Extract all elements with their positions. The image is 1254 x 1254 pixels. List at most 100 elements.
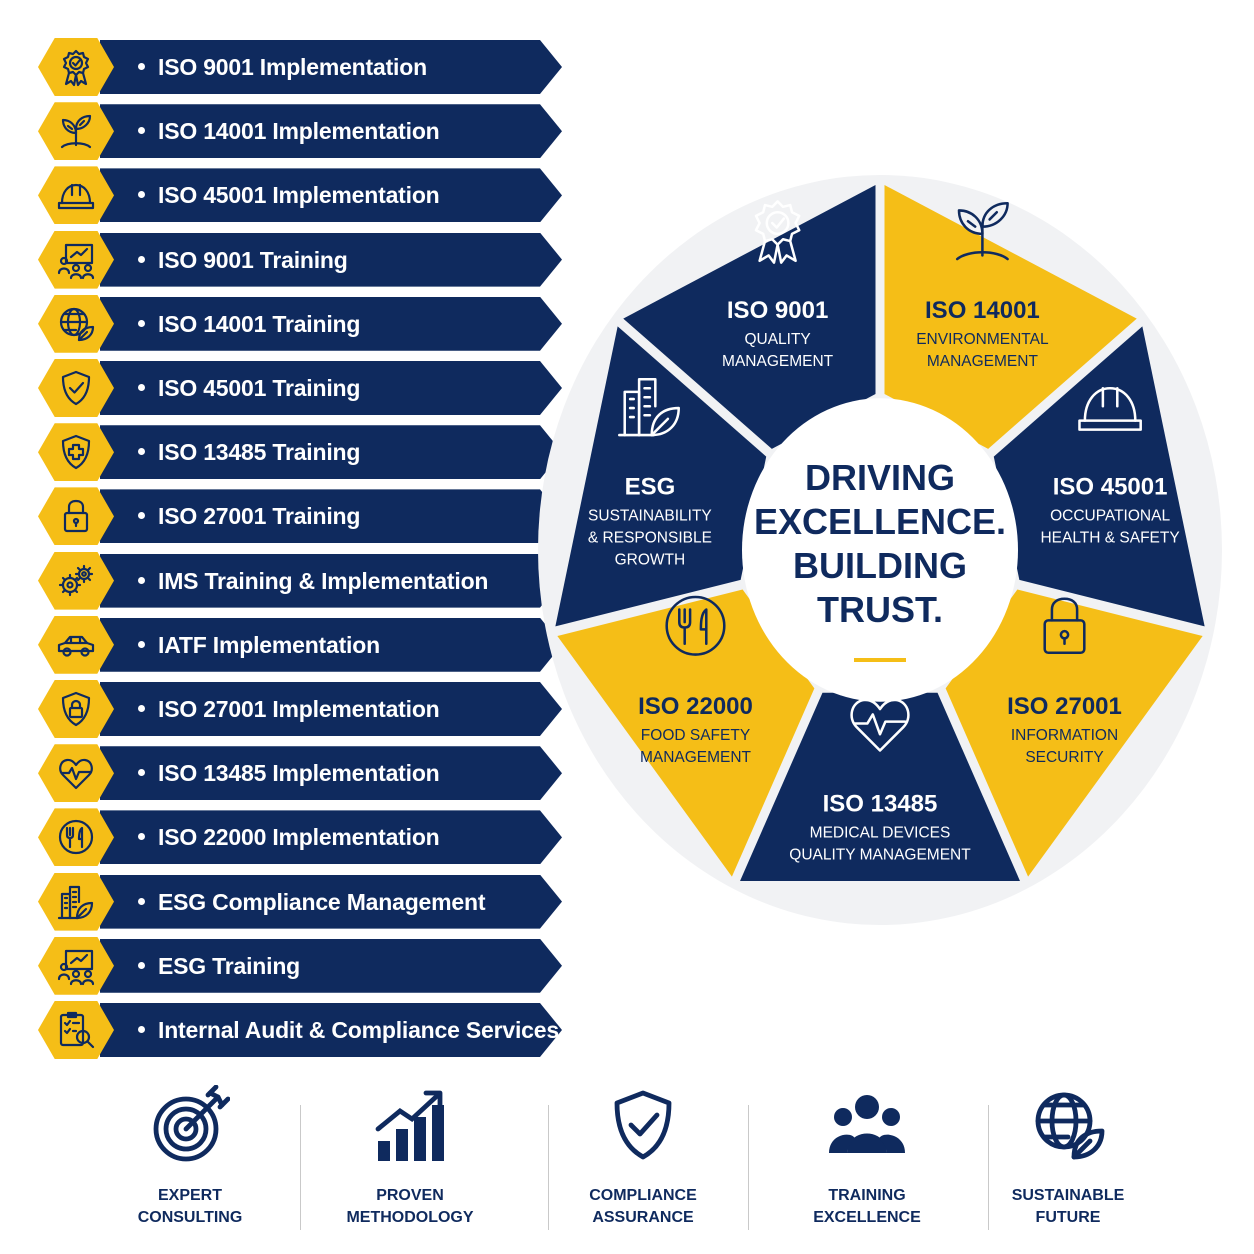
target-arrow-icon (153, 1085, 230, 1162)
center-tagline: DRIVING (805, 457, 955, 498)
bullet-dot (138, 576, 145, 584)
team-icon (829, 1095, 905, 1153)
award-ribbon-icon (754, 200, 801, 264)
service-item: ISO 45001 Implementation (38, 166, 562, 225)
service-banner (100, 617, 562, 672)
wheel-segment (884, 185, 1137, 449)
segment-subtitle: QUALITY MANAGEMENT (789, 846, 971, 863)
bullet-dot (138, 640, 145, 648)
service-banner (100, 553, 562, 608)
service-label: ISO 13485 Implementation (158, 760, 440, 787)
service-icon-badge (38, 230, 114, 289)
service-banner (100, 489, 562, 544)
feature-label: TRAINING (828, 1187, 906, 1204)
plant-sprout-icon (955, 201, 1009, 261)
segment-subtitle: MANAGEMENT (640, 749, 752, 766)
service-icon-badge (38, 359, 114, 417)
segment-title: ISO 22000 (638, 693, 753, 720)
service-icon-badge (38, 1001, 114, 1059)
shield-check-icon (61, 370, 91, 406)
service-item: ISO 13485 Implementation (38, 744, 562, 803)
service-item: ISO 13485 Training (38, 423, 562, 482)
segment-subtitle: ENVIRONMENTAL (916, 331, 1049, 348)
service-item: ISO 22000 Implementation (38, 808, 562, 867)
service-item: ISO 9001 Implementation (38, 38, 562, 96)
service-icon-badge (38, 936, 114, 995)
service-banner (100, 1003, 562, 1057)
heart-pulse-icon (850, 698, 910, 752)
service-banner (100, 746, 562, 801)
training-board-icon (57, 243, 95, 279)
wheel-segment (945, 589, 1203, 877)
training-board-icon (57, 949, 95, 985)
bullet-dot (138, 384, 145, 391)
segment-subtitle: HEALTH & SAFETY (1040, 529, 1179, 546)
feature-label: EXCELLENCE (813, 1209, 921, 1226)
service-banner (100, 104, 562, 159)
segment-title: ESG (625, 473, 676, 500)
service-banner (100, 168, 562, 223)
service-item: ISO 27001 Implementation (38, 680, 562, 738)
heart-pulse-icon (59, 759, 93, 790)
segment-subtitle: OCCUPATIONAL (1050, 507, 1170, 524)
bullet-dot (138, 512, 145, 520)
service-icon-badge (38, 615, 114, 674)
globe-leaf-icon (59, 307, 95, 341)
segment-title: ISO 14001 (925, 297, 1040, 324)
service-label: ISO 13485 Training (158, 439, 361, 466)
shield-check-icon (614, 1090, 672, 1160)
bullet-dot (138, 319, 145, 327)
hard-hat-icon (1078, 387, 1142, 431)
car-icon (57, 635, 95, 657)
feature-label: ASSURANCE (592, 1209, 694, 1226)
bullet-dot (138, 127, 145, 135)
segment-content: ESG SUSTAINABILITY & RESPONSIBLE GROWTH (588, 378, 712, 568)
wheel-segment (740, 692, 1020, 881)
service-item: ISO 14001 Training (38, 294, 562, 353)
award-ribbon-icon (62, 49, 90, 87)
fork-knife-icon (58, 820, 94, 855)
service-banner (100, 682, 562, 736)
shield-lock-icon (61, 691, 91, 727)
segment-subtitle: MANAGEMENT (927, 353, 1039, 370)
bullet-dot (138, 769, 145, 777)
segment-subtitle: SUSTAINABILITY (588, 507, 712, 524)
feature-divider (748, 1105, 749, 1230)
feature-label: EXPERT (157, 1187, 222, 1204)
globe-leaf-icon (1035, 1092, 1105, 1160)
feature-divider (988, 1105, 989, 1230)
service-item: ISO 27001 Training (38, 487, 562, 546)
feature-label: METHODOLOGY (346, 1209, 474, 1226)
segment-title: ISO 45001 (1053, 473, 1168, 500)
bullet-dot (138, 448, 145, 456)
segment-subtitle: & RESPONSIBLE (588, 529, 712, 546)
service-icon-badge (38, 808, 114, 867)
service-banner (100, 874, 562, 929)
service-label: IATF Implementation (158, 631, 380, 658)
service-label: ISO 27001 Implementation (158, 696, 440, 722)
service-icon-badge (38, 38, 114, 96)
segment-subtitle: MEDICAL DEVICES (810, 824, 951, 841)
plant-sprout-icon (60, 115, 92, 149)
service-label: ISO 45001 Implementation (158, 182, 440, 209)
service-banner (100, 938, 562, 993)
service-icon-badge (38, 680, 114, 738)
service-item: ESG Training (38, 936, 562, 995)
service-item: Internal Audit & Compliance Services (38, 1001, 562, 1059)
segment-subtitle: GROWTH (615, 551, 686, 568)
service-icon-badge (38, 487, 114, 546)
service-icon-badge (38, 551, 114, 610)
feature-label: PROVEN (376, 1187, 444, 1204)
center-tagline: EXCELLENCE. (754, 501, 1006, 542)
bullet-dot (138, 1026, 145, 1033)
segment-subtitle: MANAGEMENT (722, 353, 834, 370)
